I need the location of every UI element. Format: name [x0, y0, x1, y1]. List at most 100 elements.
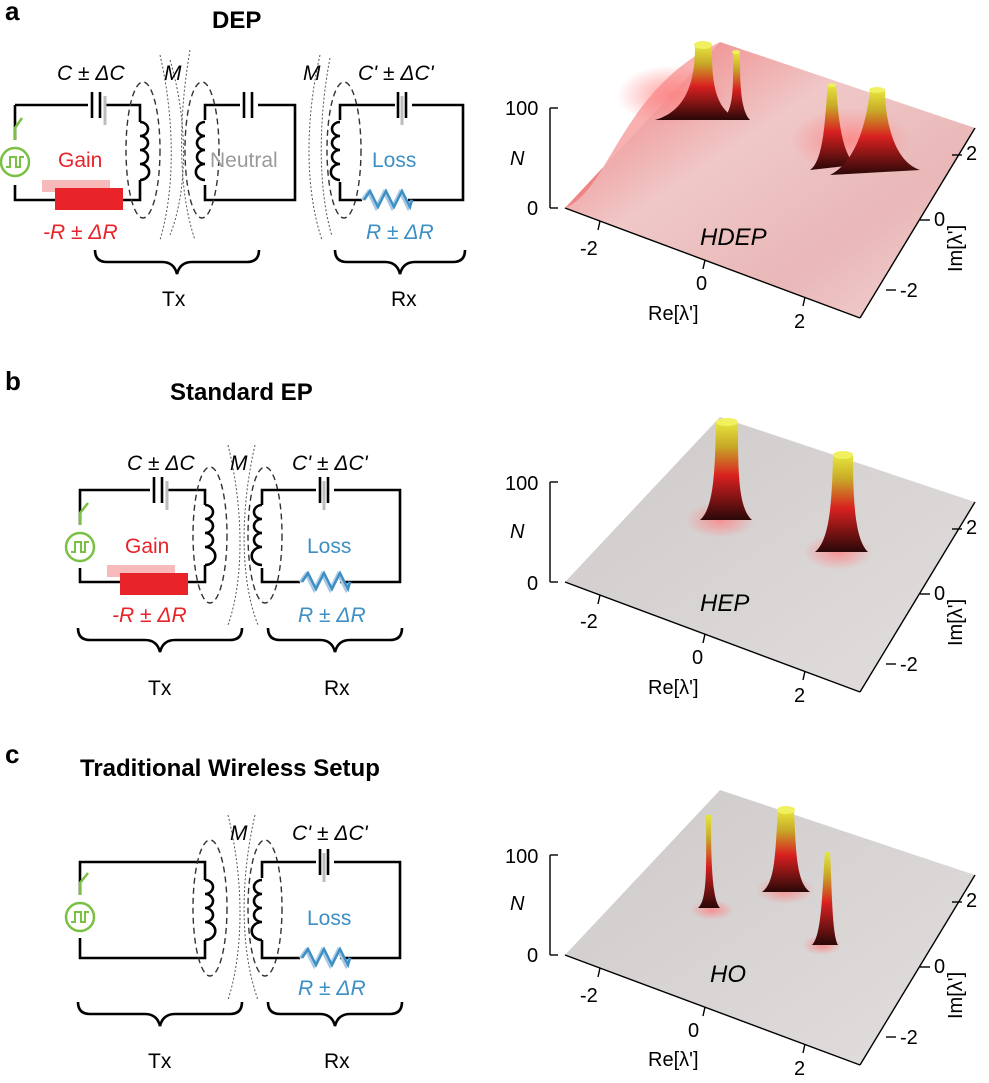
surface: [565, 790, 975, 1065]
mutual-label: M: [230, 822, 248, 845]
rx-label: Rx: [324, 677, 350, 700]
pulse-source-icon: [64, 901, 96, 933]
z-axis-label: N: [510, 521, 525, 543]
surface: [565, 417, 975, 692]
tx-capacitor-label: C ± ΔC: [127, 452, 195, 475]
tx-wire: [78, 860, 207, 960]
mutual-label: M: [230, 452, 248, 475]
tx-label: Tx: [148, 677, 172, 700]
rx-coil-icon: [250, 878, 263, 942]
rx-coil-icon: [250, 503, 263, 567]
rx-coil-icon: [329, 120, 341, 182]
panel-letter: c: [5, 739, 19, 769]
peak: [700, 422, 752, 520]
panel-a: a DEP C ± ΔC Gain -R ± ΔR: [0, 0, 977, 333]
panel-c: c Traditional Wireless Setup M C' ± ΔC' …: [5, 739, 977, 1080]
circuit-diagram-traditional: M C' ± ΔC' Loss R ± ΔR Tx Rx: [64, 814, 404, 1073]
x-tick-neg2: -2: [580, 238, 598, 260]
switch-icon: [78, 502, 89, 525]
x-tick-0: 0: [688, 1020, 699, 1042]
rx-capacitor-label: C' ± ΔC': [358, 62, 435, 85]
y-axis-label: Im[λ']: [945, 599, 967, 646]
z-tick-0: 0: [527, 573, 538, 595]
x-axis-label: Re[λ']: [648, 1049, 699, 1071]
rx-brace: [266, 1001, 404, 1027]
z-tick-100: 100: [505, 98, 538, 120]
loss-resistor: [362, 188, 414, 211]
rx-brace: [333, 249, 467, 275]
x-tick-2: 2: [794, 1058, 805, 1080]
y-tick-2: 2: [966, 143, 977, 165]
y-tick-2: 2: [966, 890, 977, 912]
neutral-coil-icon: [194, 120, 206, 182]
z-tick-0: 0: [527, 945, 538, 967]
surface-plot-dep: 100 0 N -2 0 2 Re[λ'] -2 0 2 Im[λ'] HDEP: [505, 41, 977, 333]
switch-icon: [13, 117, 24, 140]
x-tick-0: 0: [692, 647, 703, 669]
panel-title: Standard EP: [170, 379, 313, 406]
z-tick-100: 100: [505, 846, 538, 868]
y-tick-neg2: -2: [900, 1027, 918, 1049]
x-tick-neg2: -2: [580, 611, 598, 633]
pos-resistance-label: R ± ΔR: [298, 604, 366, 627]
y-tick-0: 0: [934, 583, 945, 605]
tx-capacitor-label: C ± ΔC: [57, 62, 125, 85]
z-axis-label: N: [510, 148, 525, 170]
x-tick-2: 2: [794, 311, 805, 333]
mutual-label: M: [164, 62, 182, 85]
rx-label: Rx: [324, 1050, 350, 1073]
circuit-diagram-dep: C ± ΔC Gain -R ± ΔR M Neutral M: [0, 49, 467, 311]
switch-icon: [78, 872, 89, 895]
y-tick-2: 2: [966, 517, 977, 539]
y-tick-neg2: -2: [900, 654, 918, 676]
gain-resistor: [55, 188, 123, 210]
tx-brace: [76, 627, 244, 653]
rx-wire: [338, 103, 465, 202]
pos-resistance-label: R ± ΔR: [298, 977, 366, 1000]
tx-brace: [93, 249, 261, 275]
panel-letter: a: [5, 0, 20, 26]
pulse-source-icon: [0, 146, 31, 178]
y-axis-label: Im[λ']: [945, 972, 967, 1019]
neg-resistance-label: -R ± ΔR: [112, 604, 187, 627]
y-tick-neg2: -2: [900, 280, 918, 302]
rx-wire: [260, 488, 402, 584]
circuit-diagram-ep: C ± ΔC Gain -R ± ΔR M C' ± ΔC' Loss R ± …: [64, 444, 404, 700]
panel-title: Traditional Wireless Setup: [80, 755, 380, 782]
tx-label: Tx: [162, 288, 186, 311]
y-tick-0: 0: [934, 209, 945, 231]
rx-capacitor-label: C' ± ΔC': [292, 452, 369, 475]
rx-label: Rx: [391, 288, 417, 311]
gain-resistor: [120, 573, 188, 595]
panel-title: DEP: [212, 7, 261, 34]
y-tick-0: 0: [934, 956, 945, 978]
tx-wire: [13, 103, 142, 202]
y-axis-label: Im[λ']: [945, 225, 967, 272]
x-axis-label: Re[λ']: [648, 677, 699, 699]
peak: [698, 815, 720, 908]
neg-resistance-label: -R ± ΔR: [43, 221, 118, 244]
x-tick-2: 2: [794, 685, 805, 707]
loss-label: Loss: [307, 535, 351, 558]
tx-coil-icon: [139, 120, 151, 182]
rx-wire: [260, 860, 402, 960]
z-tick-0: 0: [527, 198, 538, 220]
pos-resistance-label: R ± ΔR: [366, 221, 434, 244]
z-axis-label: N: [510, 893, 525, 915]
loss-resistor: [300, 946, 352, 969]
x-tick-neg2: -2: [580, 985, 598, 1007]
gain-label: Gain: [58, 149, 102, 172]
neutral-label: Neutral: [210, 149, 278, 172]
mutual-label-2: M: [303, 62, 321, 85]
tx-coil-icon: [204, 878, 217, 942]
panel-letter: b: [5, 366, 21, 396]
loss-label: Loss: [372, 149, 416, 172]
hamiltonian-label: HO: [710, 961, 746, 988]
surface-plot-traditional: 100 0 N -2 0 2 Re[λ'] -2 0 2 Im[λ'] HO: [505, 790, 977, 1080]
hamiltonian-label: HDEP: [700, 224, 767, 251]
tx-label: Tx: [148, 1050, 172, 1073]
x-tick-0: 0: [696, 273, 707, 295]
x-axis-label: Re[λ']: [648, 303, 699, 325]
tx-coil-icon: [204, 503, 217, 567]
